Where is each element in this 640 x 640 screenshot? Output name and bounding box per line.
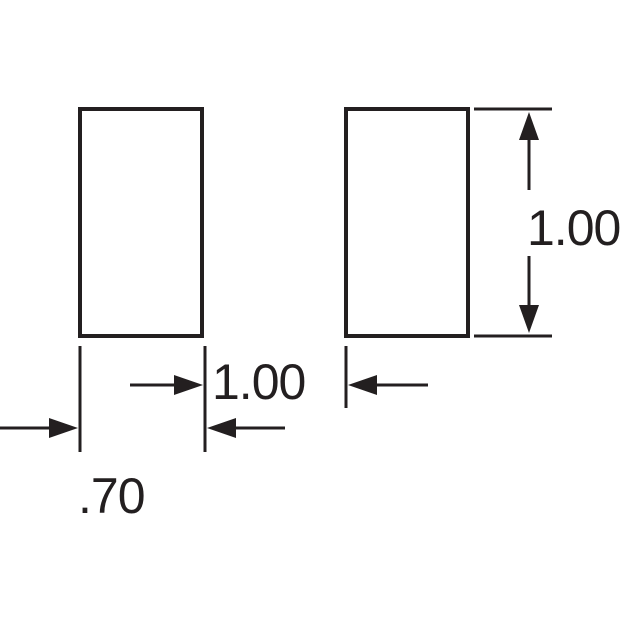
width-arrow-left	[207, 418, 236, 438]
gap-arrow-left	[348, 375, 377, 395]
height-dimension: 1.00	[474, 107, 621, 338]
gap-dimension: 1.00	[130, 346, 428, 452]
left-pad	[78, 107, 204, 338]
height-arrow-down	[519, 305, 539, 333]
width-arrow-right	[49, 418, 78, 438]
width-label: .70	[78, 468, 145, 524]
height-label: 1.00	[527, 200, 620, 256]
right-pad	[344, 107, 470, 338]
width-dimension: .70	[0, 346, 285, 524]
gap-arrow-right	[174, 375, 203, 395]
gap-label: 1.00	[212, 354, 305, 410]
height-arrow-up	[519, 112, 539, 140]
